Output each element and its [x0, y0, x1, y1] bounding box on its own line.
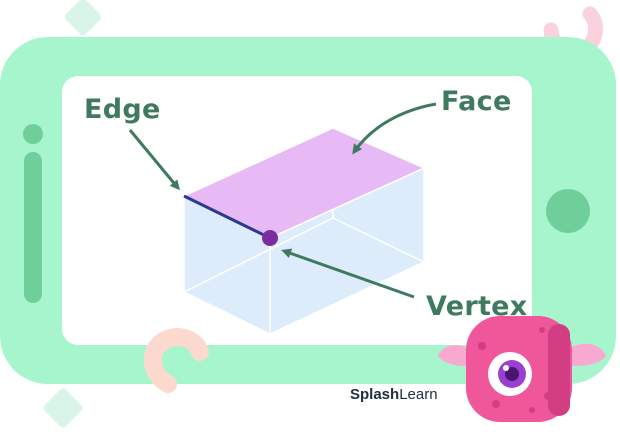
edge-pointer-arrow [128, 129, 180, 191]
highlighted-edge [183, 194, 271, 240]
vertex-pointer-arrow [281, 248, 415, 299]
face-label: Face [441, 86, 512, 117]
decorative-diamond-bottom [43, 388, 83, 428]
hidden-edge-right [332, 217, 425, 263]
tablet-side-slot [24, 152, 42, 303]
vertex-label: Vertex [426, 291, 528, 322]
edge-label: Edge [84, 94, 161, 125]
brand-part-splash: Splash [350, 386, 400, 403]
hidden-edge-left [183, 217, 334, 293]
camera-dot-icon [23, 124, 43, 144]
face-pointer-arrow [352, 102, 437, 155]
vertex-dot-icon [262, 230, 278, 246]
splashlearn-logo: SplashLearn [350, 387, 438, 402]
splashlearn-monster-mascot-icon [438, 316, 606, 422]
decorative-diamond-top [64, 0, 102, 36]
decorative-ring-bottom-left [144, 328, 209, 393]
cuboid-diagram [182, 127, 426, 335]
home-button-icon [546, 189, 590, 233]
brand-part-learn: Learn [399, 386, 438, 403]
